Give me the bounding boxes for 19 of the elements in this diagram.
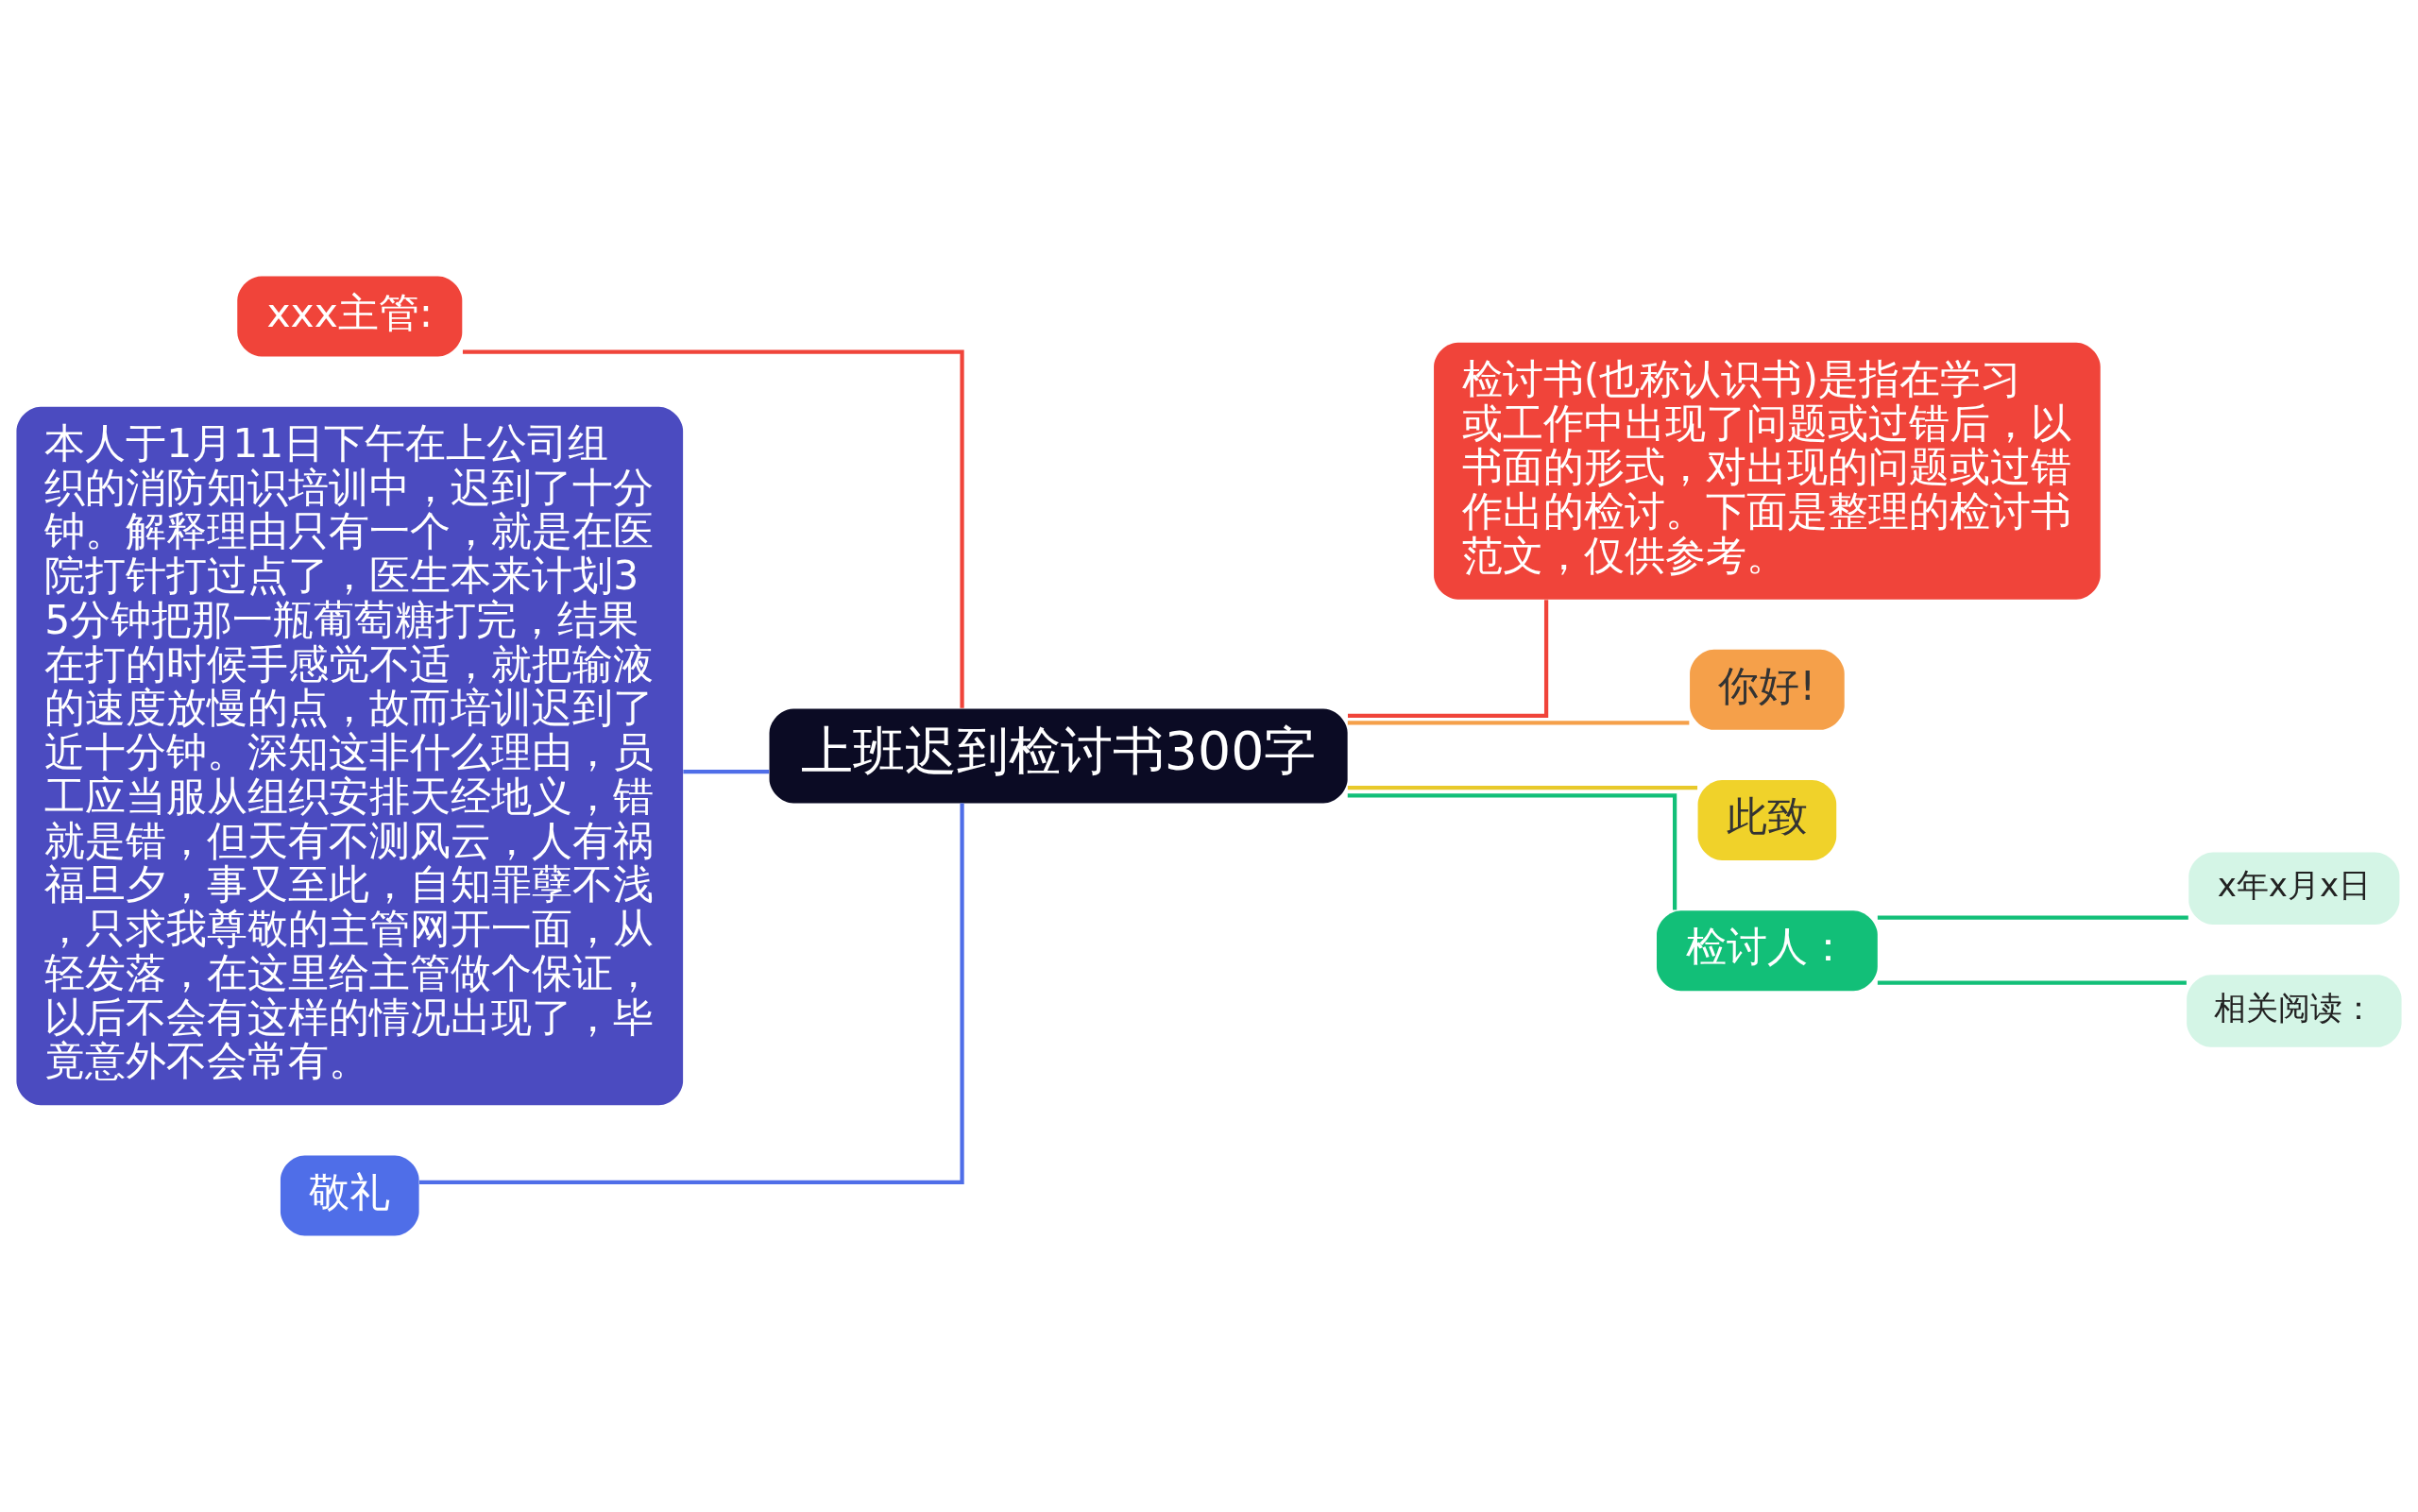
connector: [462, 349, 964, 708]
connector: [1347, 721, 1690, 725]
connector: [1347, 786, 1698, 790]
node-box: 本人于1月11日下午在上公司组织的消防知识培训中，迟到了十分钟。解释理由只有一个，就是在医院打针打过点了，医生本来计划35分钟把那一瓶葡萄糖打完，结果在打的时候手感觉不适，就把输液的速度放慢的点，故而培训迟到了近十分钟。深知这非什么理由，员工应当服从组织安排天经地义，错就是错，但天有不测风云，人有祸福旦夕，事又至此，自知罪孽不浅，只求我尊敬的主管网开一面，从轻发落，在这里给主管做个保证，以后不会有这样的情况出现了，毕竟意外不会常有。: [16, 406, 684, 1106]
connector: [1347, 793, 1677, 910]
node-box: 此致: [1697, 780, 1837, 861]
node-box: 敬礼: [280, 1155, 419, 1236]
node-box: 检讨书(也称认识书)是指在学习或工作中出现了问题或过错后，以书面的形式，对出现的问题或过错作出的检讨。下面是整理的检讨书范文，仅供参考。: [1434, 342, 2101, 600]
node-box: 相关阅读：: [2187, 975, 2402, 1047]
node-box: 你好!: [1690, 649, 1845, 730]
node-box: xxx主管:: [237, 276, 463, 357]
connector: [683, 770, 770, 774]
node-box: 检讨人：: [1657, 910, 1878, 992]
connector: [1877, 980, 2187, 985]
node-box: x年x月x日: [2188, 852, 2400, 926]
node-box: 上班迟到检讨书300字: [769, 708, 1348, 804]
connector: [1348, 600, 1549, 719]
connector: [419, 803, 964, 1184]
connector: [1877, 915, 2188, 920]
